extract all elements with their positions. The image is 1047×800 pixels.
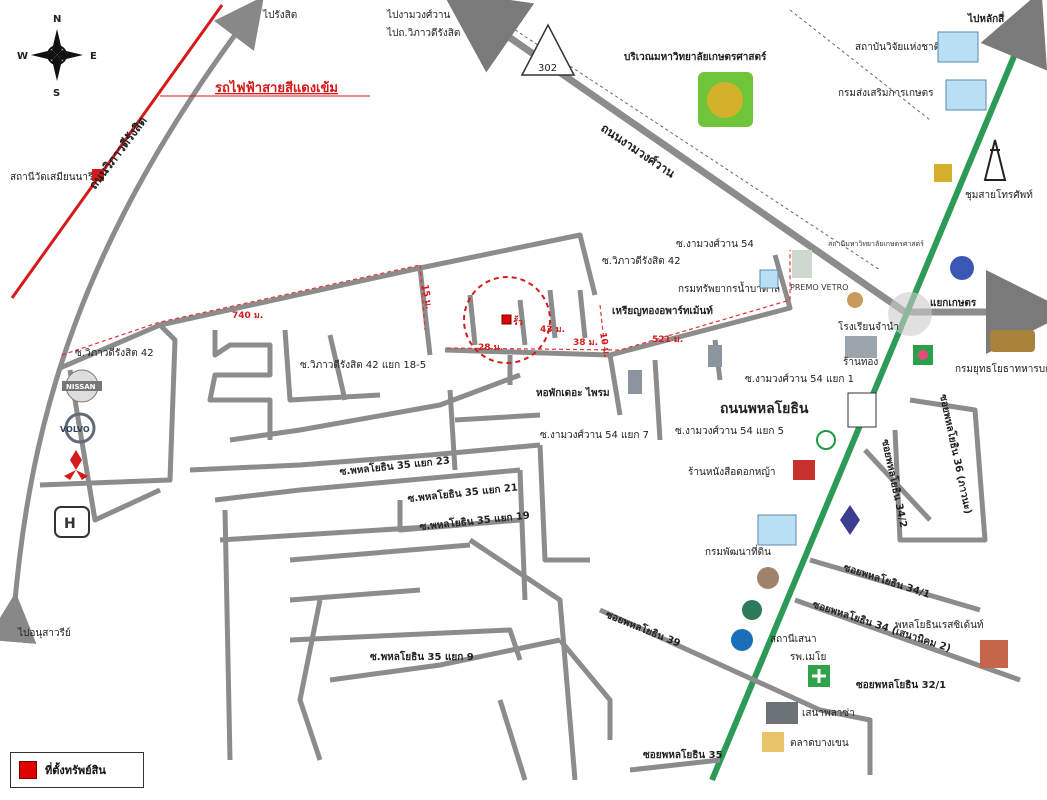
soi-phahon-35-21: ซ.พหลโยธิน 35 แยก 21 bbox=[407, 480, 518, 505]
compass-w: W bbox=[17, 51, 28, 62]
ku-label: บริเวณมหาวิทยาลัยเกษตรศาสตร์ bbox=[624, 51, 767, 63]
nissan-logo-icon: NISSAN bbox=[62, 369, 102, 403]
distance-43: 43 ม. bbox=[540, 325, 565, 335]
legend-swatch bbox=[19, 761, 37, 779]
distance-740: 740 ม. bbox=[232, 311, 263, 321]
senaplaza-label: เสนาพลาซ่า bbox=[802, 708, 855, 719]
building-icon bbox=[628, 370, 642, 394]
property-marker-icon bbox=[501, 314, 512, 325]
red-line-label: รถไฟฟ้าสายสีแดงเข้ม bbox=[215, 79, 338, 96]
soi-ngamwongwan-54-7: ซ.งามวงศ์วาน 54 แยก 7 bbox=[540, 429, 649, 441]
highway-shield-icon: 302 bbox=[520, 23, 576, 76]
distance-38: 38 ม. bbox=[573, 338, 598, 348]
tank-icon bbox=[990, 330, 1035, 352]
jewelry-label: เหรียญทองอพาร์ทเม้นท์ bbox=[612, 305, 713, 317]
yaek-kaset-label: แยกเกษตร bbox=[930, 298, 977, 309]
building-icon bbox=[708, 345, 722, 367]
building-icon bbox=[759, 269, 779, 289]
logo-icon bbox=[840, 505, 860, 535]
logo-icon bbox=[934, 164, 952, 182]
svg-text:302: 302 bbox=[538, 63, 557, 74]
soi-ngamwongwan-54-1: ซ.งามวงศ์วาน 54 แยก 1 bbox=[745, 373, 854, 385]
to-anusawari-label: ไปอนุสาวรีย์ bbox=[17, 627, 71, 639]
station-icon bbox=[92, 169, 104, 181]
soi-vibhavadi-42-18-5: ซ.วิภาวดีรังสิต 42 แยก 18-5 bbox=[300, 359, 426, 371]
svg-text:H: H bbox=[64, 516, 76, 532]
building-icon bbox=[945, 79, 987, 111]
premo-label: PREMO VETRO bbox=[790, 283, 848, 292]
to-ngamwongwan-label: ไปงามวงศ์วาน bbox=[386, 9, 451, 21]
building-icon bbox=[766, 702, 798, 724]
compass-icon bbox=[31, 29, 83, 81]
logo-icon bbox=[757, 567, 779, 589]
soi-phahon-35-9: ซ.พหลโยธิน 35 แยก 9 bbox=[370, 650, 474, 663]
logo-icon bbox=[816, 430, 836, 450]
ran-thong-label: ร้านทอง bbox=[843, 356, 878, 368]
phahon-residence-label: พหลโยธินเรสซิเด้นท์ bbox=[895, 618, 984, 631]
property-circle bbox=[463, 276, 551, 364]
research-label: สถาบันวิจัยแห่งชาติ bbox=[855, 42, 940, 53]
dorm-label: หอพักเดอะ ไพรม bbox=[536, 386, 610, 399]
soi-phahon-39: ซอยพหลโยธิน 39 bbox=[604, 608, 683, 650]
property-marker-label: รั้ว bbox=[513, 315, 523, 328]
building-icon bbox=[980, 640, 1008, 668]
water-dept-label: กรมทรัพยากรน้ำบาดาล bbox=[678, 281, 780, 295]
bangkhen-market-label: ตลาดบางเขน bbox=[790, 738, 849, 749]
distance-10: 10 ม. bbox=[597, 332, 611, 358]
vibhavadi-road bbox=[0, 0, 265, 644]
honda-logo-icon bbox=[54, 506, 90, 538]
logo-icon bbox=[731, 629, 753, 651]
compass-n: N bbox=[53, 14, 61, 25]
army-label: กรมยุทธโยธาทหารบก bbox=[955, 362, 1047, 375]
to-rangsit-label: ไปรังสิต bbox=[262, 9, 297, 21]
building-icon bbox=[757, 514, 797, 546]
logo-icon bbox=[742, 600, 762, 620]
volvo-logo-icon: VOLVO bbox=[60, 412, 96, 444]
compass-e: E bbox=[90, 51, 97, 62]
logo-icon bbox=[847, 392, 877, 428]
telephone-label: ชุมสายโทรศัพท์ bbox=[965, 188, 1033, 201]
land-dev-label: กรมพัฒนาที่ดิน bbox=[705, 544, 771, 558]
to-laksi-label: ไปหลักสี่ bbox=[967, 11, 1005, 25]
restaurant-label: โรงเรียนจำนำ bbox=[838, 320, 899, 333]
bookstore-label: ร้านหนังสือดอกหญ้า bbox=[688, 466, 776, 478]
soi-ngamwongwan-54-5: ซ.งามวงศ์วาน 54 แยก 5 bbox=[675, 425, 784, 437]
soi-vibhavadi-42: ซ.วิภาวดีรังสิต 42 bbox=[75, 347, 154, 359]
to-vibhavadi-label: ไปถ.วิภาวดีรังสิต bbox=[386, 27, 460, 39]
soi-ngamwongwan-54: ซ.งามวงศ์วาน 54 bbox=[676, 238, 754, 250]
compass-s: S bbox=[53, 88, 60, 99]
soi-phahon-35: ซอยพหลโยธิน 35 bbox=[643, 748, 723, 761]
svg-text:VOLVO: VOLVO bbox=[60, 425, 90, 434]
phahonyothin-road-label: ถนนพหลโยธิน bbox=[720, 399, 809, 417]
hospital-label: รพ.เมโย bbox=[790, 650, 826, 663]
building-icon bbox=[937, 31, 979, 63]
intersection-marker bbox=[888, 292, 932, 336]
svg-text:NISSAN: NISSAN bbox=[66, 383, 96, 391]
books-icon bbox=[793, 460, 815, 480]
soi-phahon-32-1: ซอยพหลโยธิน 32/1 bbox=[856, 678, 946, 691]
building-icon bbox=[792, 250, 812, 278]
distance-15: 15 ม. bbox=[419, 284, 433, 310]
logo-icon bbox=[847, 292, 863, 308]
tower-icon bbox=[983, 139, 1007, 181]
soi-phahon-34-1: ซอยพหลโยธิน 34/1 bbox=[842, 560, 932, 600]
ku-station-label: สถานีมหาวิทยาลัยเกษตรศาสตร์ bbox=[828, 240, 924, 248]
legend-label: ที่ตั้งทรัพย์สิน bbox=[45, 764, 106, 777]
logo-icon bbox=[950, 256, 974, 280]
soi-phahon-35-19: ซ.พหลโยธิน 35 แยก 19 bbox=[419, 508, 530, 533]
distance-521: 521 ม. bbox=[652, 335, 683, 345]
market-icon bbox=[762, 732, 784, 752]
soi-vibhavadi-42-top: ซ.วิภาวดีรังสิต 42 bbox=[602, 255, 681, 267]
local-road-network bbox=[39, 232, 1021, 781]
mitsubishi-logo-icon bbox=[64, 450, 88, 480]
wat-samian-station: สถานีวัดเสมียนนารี bbox=[10, 171, 94, 183]
sena-station-label: สถานีเสนา bbox=[770, 633, 817, 645]
distance-28: 28 ม. bbox=[478, 343, 503, 353]
agri-ext-label: กรมส่งเสริมการเกษตร bbox=[838, 88, 934, 99]
building-icon bbox=[845, 336, 877, 358]
legend: ที่ตั้งทรัพย์สิน bbox=[10, 752, 144, 788]
